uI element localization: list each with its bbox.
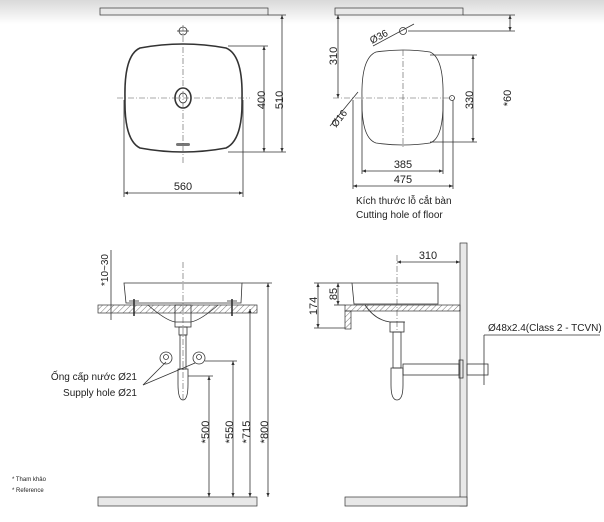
floor-band [97,496,258,507]
pipe-label: Ø48x2.4(Class 2 - TCVN) [488,323,602,334]
note-ref-en: * Reference [12,488,44,494]
supply-valve-icon [159,351,206,365]
tap-hole-icon [399,27,407,35]
dim-310: 310 [328,47,340,65]
dim-800: *800 [259,421,271,444]
siphon-trap [390,367,404,401]
dim-715: *715 [241,421,253,444]
front-view: *10~30 Ống cấp nước Ø21 Supply hole Ø21 … [12,250,272,507]
basin-profile [123,282,243,304]
dim-overflow-hole: Ø16 [330,108,351,130]
cutout-view: Ø36 310 330 *60 Ø16 385 475 Kích thước l… [328,7,515,221]
overflow-slot [176,143,190,146]
dim-60: *60 [502,90,514,107]
supply-label-en: Supply hole Ø21 [63,388,137,399]
dim-330: 330 [464,91,476,109]
countertop [97,304,258,314]
dim-310-side: 310 [419,250,437,262]
floor-band [344,496,468,507]
dim-385: 385 [394,159,412,171]
dim-500: *500 [200,421,212,444]
dim-475: 475 [394,174,412,186]
plan-view: 400 510 560 [99,7,286,197]
basin-outline [124,43,243,153]
note-ref-vi: * Tham khảo [12,477,47,483]
countertop-edge [344,310,352,330]
dim-510: 510 [274,91,286,109]
drain-pipe [402,363,460,376]
dim-400: 400 [256,91,268,109]
basin-profile [351,282,439,305]
caption-vi: Kích thước lỗ cắt bàn [356,194,452,207]
dim-560: 560 [174,181,192,193]
dim-above-counter: *10~30 [100,254,111,286]
dim-550: *550 [224,421,236,444]
wall-band [99,7,269,16]
dim-174: 174 [308,297,320,315]
dim-85: 85 [328,288,340,300]
side-view: Ø48x2.4(Class 2 - TCVN) 310 174 85 [308,242,602,507]
countertop [344,304,461,312]
caption-en: Cutting hole of floor [356,210,443,221]
wall-band [459,242,468,507]
dim-tap-hole: Ø36 [368,28,390,47]
wall-band [334,7,464,16]
mounting-bolt-icon [129,299,237,316]
supply-label-vi: Ống cấp nước Ø21 [51,369,138,383]
cutout-outline [361,49,444,146]
siphon-trap [177,368,189,401]
